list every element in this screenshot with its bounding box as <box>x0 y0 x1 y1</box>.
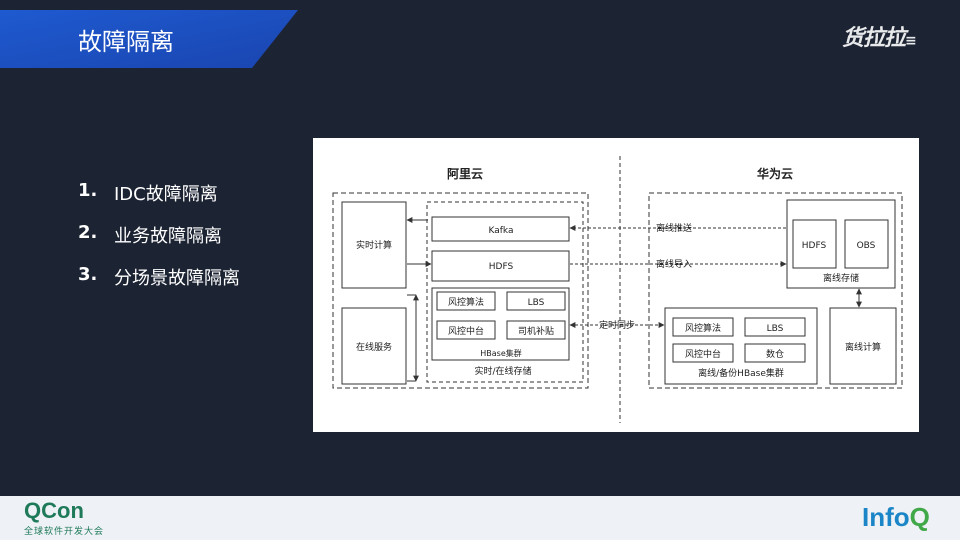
hw-risk-algo-box <box>672 317 734 337</box>
hbase-cluster-label: HBase集群 <box>480 348 522 358</box>
hw-hdfs-box <box>792 219 837 269</box>
hw-lbs-box <box>744 317 806 337</box>
driver-subsidy-label: 司机补贴 <box>518 325 554 337</box>
right-cloud-title: 华为云 <box>757 166 793 181</box>
hw-hdfs-label: HDFS <box>802 241 827 251</box>
hdfs-label: HDFS <box>489 262 514 272</box>
qcon-logo: QCon 全球软件开发大会 <box>24 498 105 538</box>
offline-storage-label: 离线存储 <box>823 272 859 284</box>
online-service-label: 在线服务 <box>356 341 392 353</box>
hw-data-warehouse-box <box>744 343 806 363</box>
risk-center-box <box>436 320 496 340</box>
hw-obs-label: OBS <box>857 241 876 251</box>
risk-algo-label: 风控算法 <box>448 296 484 308</box>
brand-logo-mark-icon: ≡ <box>905 33 917 49</box>
brand-logo: 货拉拉≡ <box>842 20 917 52</box>
hdfs-box <box>431 250 570 282</box>
driver-subsidy-box <box>506 320 566 340</box>
infoq-logo-main: Info <box>862 502 910 532</box>
realtime-compute-label: 实时计算 <box>356 239 392 251</box>
architecture-diagram: 阿里云 华为云 实时计算 在线服务 Kafka HDFS 风控算法 LBS 风控… <box>313 138 919 432</box>
list-item-number: 3. <box>78 264 98 285</box>
list-item-number: 1. <box>78 180 98 201</box>
qcon-logo-subtitle: 全球软件开发大会 <box>24 527 105 537</box>
offline-import-label: 离线导入 <box>656 258 692 270</box>
risk-algo-box <box>436 291 496 311</box>
hw-lbs-label: LBS <box>767 324 784 334</box>
list-item-label: IDC故障隔离 <box>114 184 218 205</box>
kafka-label: Kafka <box>489 226 514 236</box>
hw-risk-center-label: 风控中台 <box>685 348 721 360</box>
offline-compute-label: 离线计算 <box>845 341 881 353</box>
infoq-logo-q: Q <box>909 502 930 532</box>
list-item-label: 业务故障隔离 <box>114 226 222 247</box>
scheduled-sync-label: 定时同步 <box>599 319 635 331</box>
online-service-box <box>341 307 407 385</box>
offline-compute-box <box>829 307 897 385</box>
offline-push-label: 离线推送 <box>656 222 692 234</box>
topic-list: 1. IDC故障隔离 2. 业务故障隔离 3. 分场景故障隔离 <box>78 180 240 306</box>
list-item-label: 分场景故障隔离 <box>114 268 240 289</box>
lbs-box <box>506 291 566 311</box>
list-item: 2. 业务故障隔离 <box>78 222 240 264</box>
hw-data-warehouse-label: 数仓 <box>766 348 784 360</box>
page-title: 故障隔离 <box>78 28 174 56</box>
realtime-compute-box <box>341 201 407 289</box>
hw-obs-box <box>844 219 889 269</box>
offline-hbase-box <box>664 307 818 385</box>
realtime-online-storage-label: 实时/在线存储 <box>474 365 531 377</box>
brand-logo-text: 货拉拉 <box>842 26 906 51</box>
offline-storage-box <box>786 199 896 289</box>
kafka-box <box>431 216 570 242</box>
offline-backup-hbase-label: 离线/备份HBase集群 <box>698 367 784 379</box>
qcon-logo-name: QCon <box>24 498 84 523</box>
infoq-logo: InfoQ <box>862 502 930 533</box>
lbs-label: LBS <box>528 298 545 308</box>
risk-center-label: 风控中台 <box>448 325 484 337</box>
hbase-cluster-box <box>431 287 570 361</box>
architecture-diagram-svg: 阿里云 华为云 实时计算 在线服务 Kafka HDFS 风控算法 LBS 风控… <box>332 156 903 423</box>
list-item-number: 2. <box>78 222 98 243</box>
list-item: 1. IDC故障隔离 <box>78 180 240 222</box>
list-item: 3. 分场景故障隔离 <box>78 264 240 306</box>
hw-risk-algo-label: 风控算法 <box>685 322 721 334</box>
hw-risk-center-box <box>672 343 734 363</box>
aliyun-container <box>332 192 589 389</box>
realtime-storage-container <box>426 201 584 383</box>
footer-bar <box>0 496 960 540</box>
left-cloud-title: 阿里云 <box>447 166 483 181</box>
title-banner <box>0 10 298 68</box>
